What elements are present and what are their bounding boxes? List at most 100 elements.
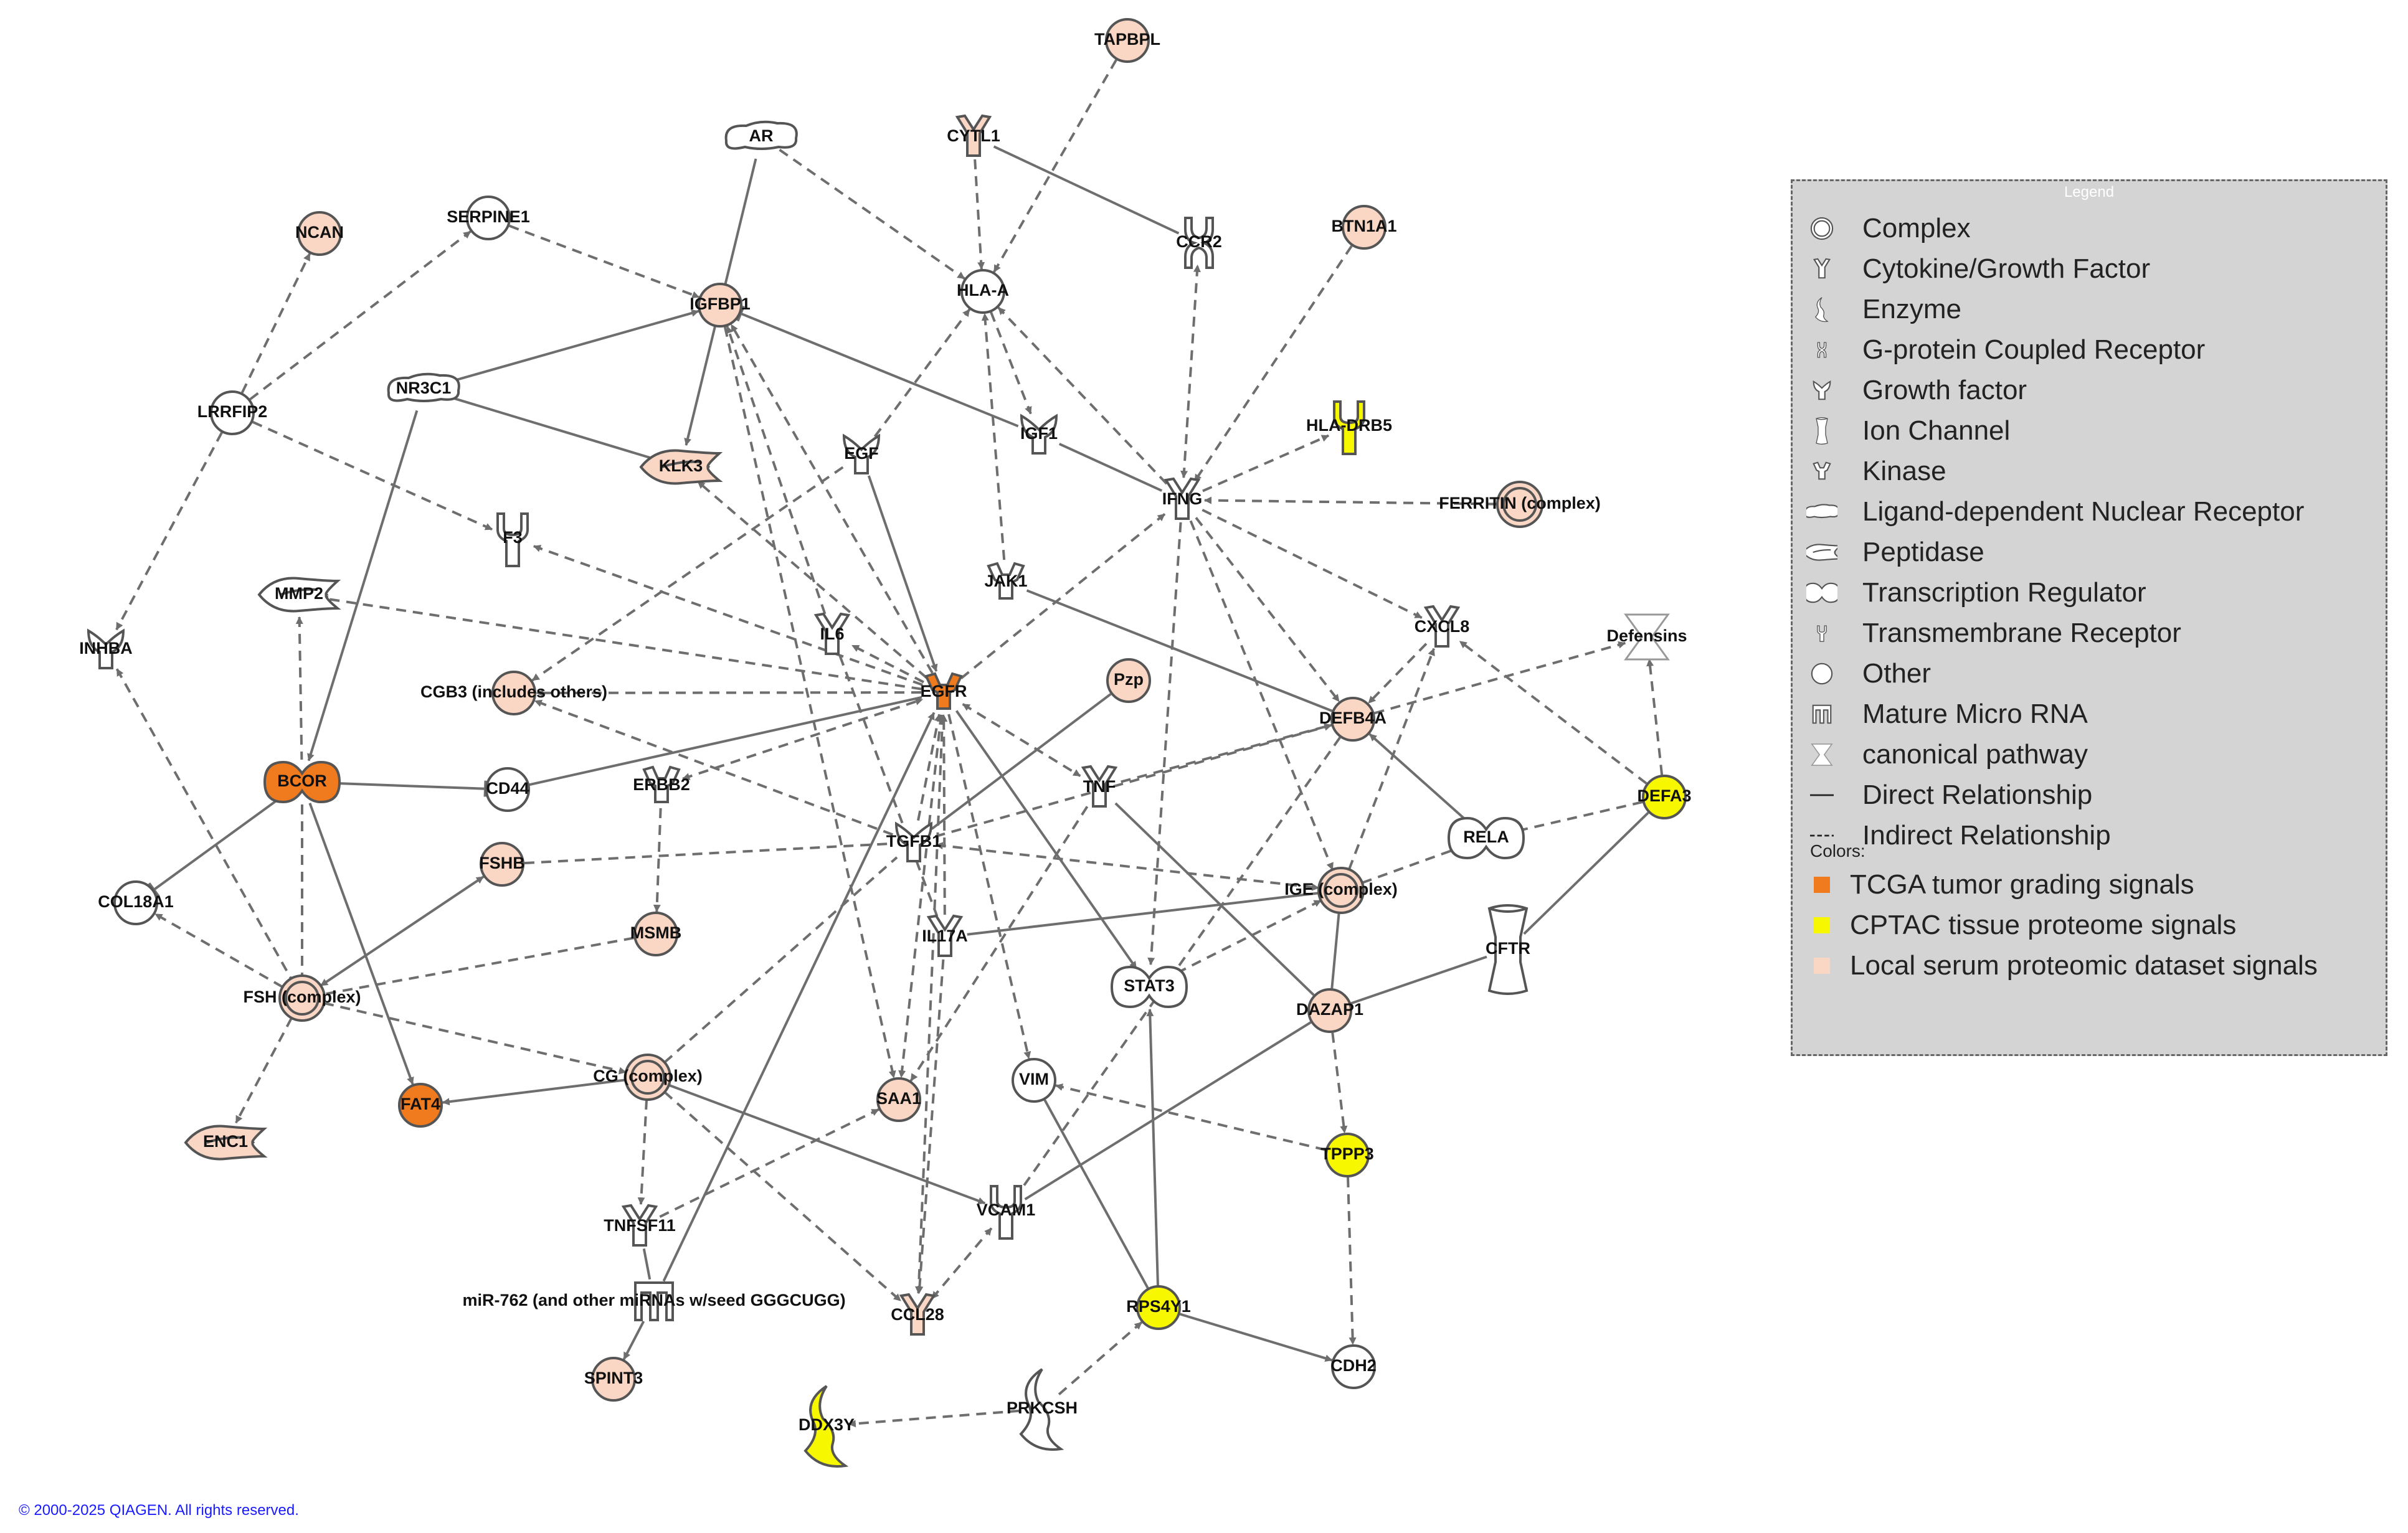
node-cxcl8[interactable]: CXCL8 [1415, 605, 1470, 648]
node-nr3c1[interactable]: NR3C1 [387, 372, 460, 402]
node-il6[interactable]: IL6 [813, 612, 851, 655]
edge-EGFR-IFNG [960, 513, 1166, 679]
edge-CYTL1-CCR2 [993, 145, 1180, 235]
node-label: Defensins [1606, 626, 1687, 645]
node-ige[interactable]: IGE (complex) [1284, 867, 1398, 914]
cytokine-icon [899, 1293, 936, 1336]
node-ferritin[interactable]: FERRITIN (complex) [1439, 481, 1601, 528]
node-fat4[interactable]: FAT4 [398, 1083, 443, 1128]
peptidase-icon [257, 577, 341, 613]
edge-BCOR-FAT4 [308, 803, 414, 1085]
node-erbb2[interactable]: ERBB2 [633, 765, 690, 803]
node-cg[interactable]: CG (complex) [593, 1054, 703, 1101]
legend-color-label: CPTAC tissue proteome signals [1850, 910, 2237, 940]
node-ar[interactable]: AR [724, 120, 798, 150]
node-serpine1[interactable]: SERPINE1 [447, 196, 530, 240]
node-label: BCOR [277, 771, 327, 790]
legend-item-label: Enzyme [1862, 294, 1961, 324]
node-mir762[interactable]: miR-762 (and other miRNAs w/seed GGGCUGG… [462, 1281, 846, 1321]
node-pzp[interactable]: Pzp [1106, 658, 1151, 703]
cytokine-icon [1423, 605, 1461, 648]
node-defa3[interactable]: DEFA3 [1637, 775, 1692, 819]
node-vcam1[interactable]: VCAM1 [977, 1185, 1036, 1240]
edge-FSH-FSHB [320, 875, 485, 987]
node-defensins[interactable]: Defensins [1606, 613, 1687, 661]
edge-miR762-SPINT3 [622, 1321, 645, 1360]
edge-EGF-HLA-A [873, 308, 971, 438]
node-igfbp1[interactable]: IGFBP1 [690, 283, 751, 328]
legend-item-label: Ion Channel [1862, 415, 2011, 446]
node-ifng[interactable]: IFNG [1162, 477, 1203, 520]
node-inhba[interactable]: INHBA [79, 628, 133, 669]
node-il17a[interactable]: IL17A [922, 914, 968, 957]
node-cdh2[interactable]: CDH2 [1330, 1344, 1377, 1389]
node-saa1[interactable]: SAA1 [876, 1077, 921, 1122]
node-label: IGE (complex) [1284, 880, 1398, 899]
node-klk3[interactable]: KLK3 [639, 449, 723, 485]
node-ccl28[interactable]: CCL28 [891, 1293, 944, 1336]
node-lrrfip2[interactable]: LRRFIP2 [197, 390, 268, 435]
legend-item-label: canonical pathway [1862, 739, 2088, 770]
node-tppp3[interactable]: TPPP3 [1320, 1133, 1374, 1177]
node-ccr2[interactable]: CCR2 [1176, 217, 1222, 269]
node-bcor[interactable]: BCOR [263, 760, 341, 804]
node-f3[interactable]: F3 [496, 512, 529, 567]
node-cftr[interactable]: CFTR [1486, 904, 1530, 995]
edge-RPS4Y1-VIM [1043, 1099, 1149, 1289]
other-icon [1105, 18, 1150, 63]
node-egfr[interactable]: EGFR [920, 672, 967, 710]
node-label: SAA1 [876, 1089, 921, 1108]
node-msmb[interactable]: MSMB [630, 912, 682, 956]
legend-item-direct-line: Direct Relationship [1806, 776, 2092, 814]
node-hla-drb5[interactable]: HLA-DRB5 [1306, 400, 1392, 455]
edge-CG-CCL28 [663, 1091, 902, 1302]
node-ncan[interactable]: NCAN [295, 211, 344, 256]
legend-item-label: Kinase [1862, 456, 1946, 486]
node-hla-a[interactable]: HLA-A [957, 269, 1009, 314]
edge-DEFA3-CFTR [1523, 811, 1649, 935]
node-stat3[interactable]: STAT3 [1110, 965, 1188, 1009]
node-rela[interactable]: RELA [1447, 816, 1525, 860]
node-igf1[interactable]: IGF1 [1020, 413, 1058, 455]
node-prkcsh[interactable]: PRKCSH [1007, 1368, 1078, 1451]
edge-CCL28-VCAM1 [931, 1227, 993, 1300]
edge-TNF-SAA1 [909, 806, 1089, 1082]
node-label: VIM [1019, 1070, 1049, 1088]
edge-MSMB-FSH [324, 936, 634, 996]
edge-TNF-DEFB4A [1121, 723, 1332, 783]
node-cd44[interactable]: CD44 [485, 767, 530, 812]
node-mmp2[interactable]: MMP2 [257, 577, 341, 613]
node-tnf[interactable]: TNF [1081, 765, 1118, 808]
node-tnfsf11[interactable]: TNFSF11 [604, 1204, 676, 1247]
node-btn1a1[interactable]: BTN1A1 [1331, 205, 1397, 250]
node-tgfb1[interactable]: TGFB1 [886, 821, 942, 862]
node-jak1[interactable]: JAK1 [984, 562, 1028, 600]
node-fsh[interactable]: FSH (complex) [243, 974, 361, 1022]
edge-CG-VCAM1 [668, 1083, 986, 1205]
node-cgb3[interactable]: CGB3 (includes others) [420, 671, 607, 715]
nuclear-receptor-icon [1806, 496, 1837, 527]
node-egf[interactable]: EGF [842, 433, 881, 474]
node-tapbpl[interactable]: TAPBPL [1094, 18, 1160, 63]
node-defb4a[interactable]: DEFB4A [1319, 697, 1386, 742]
node-dazap1[interactable]: DAZAP1 [1296, 988, 1363, 1033]
node-label: TGFB1 [886, 832, 942, 851]
node-col18a1[interactable]: COL18A1 [98, 880, 174, 925]
edge-TPPP3-CDH2 [1347, 1177, 1357, 1346]
node-label: F3 [503, 528, 523, 547]
other-icon [466, 196, 511, 240]
edge-BCOR-CD44 [324, 780, 487, 797]
node-cytl1[interactable]: CYTL1 [947, 114, 1000, 157]
node-label: HLA-DRB5 [1306, 416, 1392, 435]
edge-IFNG-DEFB4A [1195, 517, 1340, 702]
node-enc1[interactable]: ENC1 [184, 1125, 268, 1161]
node-rps4y1[interactable]: RPS4Y1 [1126, 1285, 1191, 1330]
node-fshb[interactable]: FSHB [479, 842, 525, 887]
node-vim[interactable]: VIM [1012, 1058, 1056, 1103]
edge-IGFBP1-IGF1 [736, 305, 1019, 428]
edge-FERRITIN-IFNG [1203, 496, 1498, 506]
node-spint3[interactable]: SPINT3 [584, 1357, 643, 1402]
legend-item-transcription-regulator: Transcription Regulator [1806, 574, 2146, 611]
node-ddx3y[interactable]: DDX3Y [799, 1385, 855, 1468]
